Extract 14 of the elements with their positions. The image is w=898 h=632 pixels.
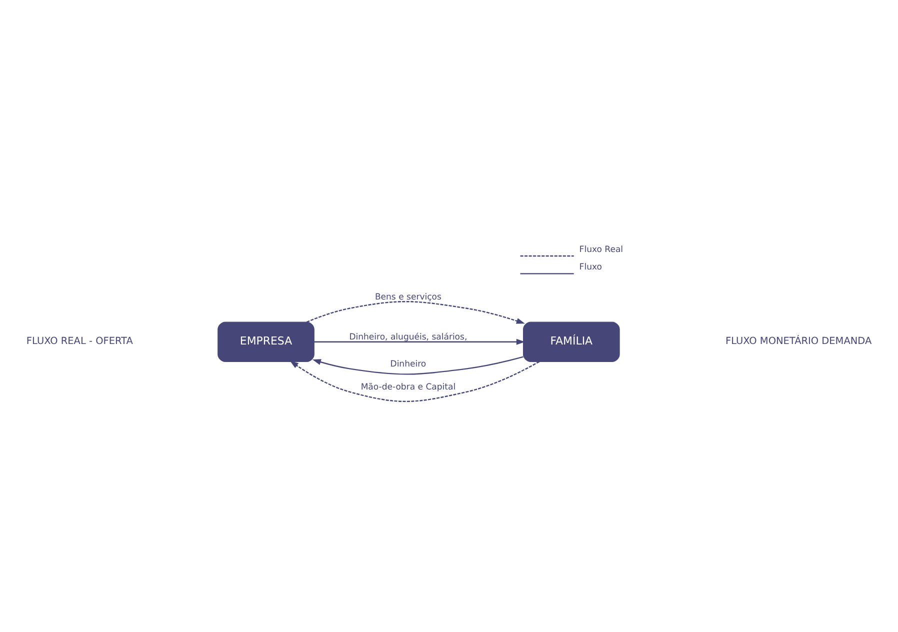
label: FLUXO REAL - OFERTA xyxy=(26,336,133,348)
arrow xyxy=(306,301,525,324)
node-box: EMPRESA xyxy=(218,322,314,362)
edge-label: Mão-de-obra e Capital xyxy=(360,382,456,392)
edge-label: Bens e serviços xyxy=(374,292,442,302)
arrow xyxy=(312,356,524,375)
edge-label: Dinheiro xyxy=(390,359,426,370)
node-box: FAMÍLIA xyxy=(523,322,620,362)
arrow xyxy=(290,360,540,402)
legend-label: Fluxo xyxy=(579,262,602,273)
label: FLUXO MONETÁRIO DEMANDA xyxy=(725,336,872,348)
edge-label: Dinheiro, aluguéis, salários, xyxy=(349,332,468,343)
legend-label: Fluxo Real xyxy=(579,244,624,255)
arrow xyxy=(314,338,525,345)
